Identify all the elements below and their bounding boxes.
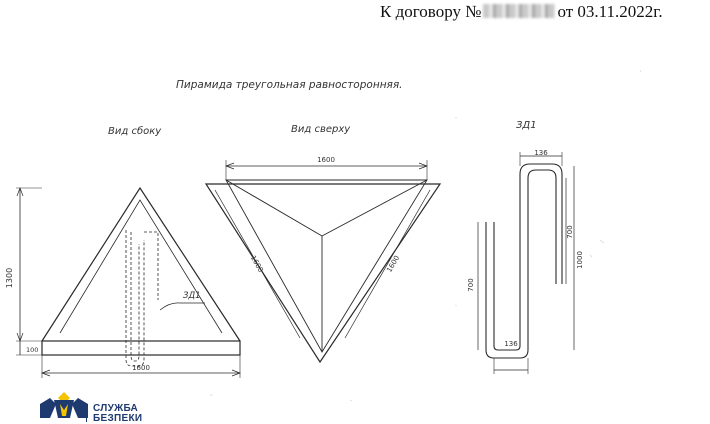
part-left-dim: 700: [467, 278, 475, 291]
top-right-edge-dim: 1600: [385, 254, 401, 273]
top-inner-outline: [225, 179, 428, 353]
side-inner-outline: [59, 199, 223, 334]
top-view: [204, 160, 442, 364]
part-bottom-dim: 136: [504, 340, 518, 348]
contract-date: от 03.11.2022г.: [557, 2, 663, 21]
part-height-dim: 1000: [576, 251, 584, 269]
side-height-dim: 1300: [5, 268, 14, 288]
top-left-edge-dim: 1600: [249, 254, 265, 273]
part-label: ЗД1: [516, 120, 537, 131]
part-zd1: [477, 152, 575, 374]
side-part-ref: ЗД1: [183, 291, 201, 301]
part-top-dim: 136: [534, 149, 548, 157]
top-view-label: Вид сверху: [291, 124, 351, 135]
top-outline: [204, 183, 442, 364]
scan-noise: [210, 69, 642, 402]
side-base-dim: 1600: [132, 364, 150, 372]
logo-line-2: БЕЗПЕКИ: [93, 413, 143, 424]
drawing-title: Пирамида треугольная равносторонняя.: [176, 79, 403, 91]
sbu-logo-text: СЛУЖБА БЕЗПЕКИ: [93, 404, 142, 424]
part-right-dim: 700: [566, 225, 574, 238]
top-width-dim: 1600: [317, 156, 335, 164]
side-view-label: Вид сбоку: [108, 125, 162, 137]
document-header: К договору № от 03.11.2022г.: [380, 2, 663, 22]
contract-prefix: К договору №: [380, 2, 482, 21]
logo-line-1: СЛУЖБА: [93, 403, 139, 414]
redacted-number: [483, 4, 556, 18]
side-plinth: [41, 340, 241, 356]
side-view: [16, 186, 241, 378]
side-outline: [41, 186, 241, 342]
sbu-emblem-icon: [40, 392, 88, 418]
logo-separator: [86, 404, 87, 422]
side-small-dim: 100: [26, 346, 38, 354]
